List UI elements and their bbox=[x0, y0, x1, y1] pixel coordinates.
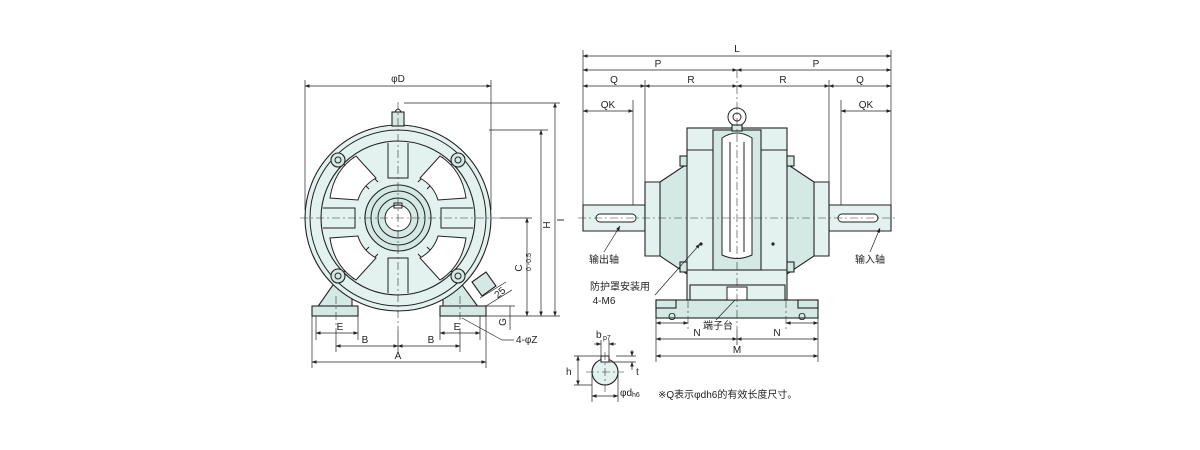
right-foot-pad bbox=[439, 305, 487, 317]
front-dimensions bbox=[304, 80, 560, 368]
label-p-right: P bbox=[813, 59, 820, 70]
label-b-right: B bbox=[428, 335, 435, 346]
label-c-tol: 0 -0.5 bbox=[526, 253, 533, 271]
front-view bbox=[300, 102, 500, 330]
side-dimensions bbox=[582, 50, 892, 362]
label-e-right: E bbox=[454, 322, 461, 333]
label-i: I bbox=[556, 219, 567, 222]
label-l: L bbox=[734, 44, 740, 55]
label-guard-mount: 防护罩安装用 bbox=[590, 280, 650, 293]
label-q-right: Q bbox=[856, 75, 864, 86]
label-o-left: O bbox=[668, 312, 676, 323]
label-b-sub: p7 bbox=[603, 335, 611, 342]
label-t: t bbox=[636, 367, 639, 378]
label-qk-right: QK bbox=[859, 100, 874, 111]
label-d-sub: h6 bbox=[632, 392, 640, 399]
label-h: H bbox=[542, 221, 553, 228]
label-d: φd bbox=[620, 388, 632, 399]
label-a: A bbox=[395, 351, 402, 362]
label-b-left: B bbox=[362, 335, 369, 346]
label-o-right: O bbox=[798, 312, 806, 323]
side-view bbox=[578, 70, 897, 330]
label-c: C bbox=[514, 264, 525, 271]
label-h-small: h bbox=[566, 367, 572, 378]
label-4-phi-z: 4-φZ bbox=[516, 335, 537, 346]
left-foot-pad bbox=[311, 305, 359, 317]
label-qk-left: QK bbox=[601, 100, 616, 111]
label-e-left: E bbox=[337, 322, 344, 333]
label-r-left: R bbox=[687, 75, 694, 86]
label-r-right: R bbox=[779, 75, 786, 86]
label-n-left: N bbox=[693, 328, 700, 339]
label-phi-d: φD bbox=[391, 74, 405, 85]
label-terminal: 端子台 bbox=[703, 319, 733, 332]
label-g: G bbox=[498, 318, 509, 326]
label-q-left: Q bbox=[610, 75, 618, 86]
label-n-right: N bbox=[773, 328, 780, 339]
label-output-shaft: 输出轴 bbox=[589, 253, 619, 266]
footnote: ※Q表示φdh6的有效长度尺寸。 bbox=[658, 388, 797, 401]
drawing-labels: φD H I C 0 -0.5 25 G E E B B A 4-φZ L P … bbox=[337, 44, 885, 401]
label-input-shaft: 输入轴 bbox=[855, 253, 885, 266]
label-m6: 4-M6 bbox=[593, 296, 616, 307]
label-b: b bbox=[596, 330, 602, 341]
label-m: M bbox=[733, 345, 741, 356]
label-p-left: P bbox=[655, 59, 662, 70]
shaft-section bbox=[574, 340, 636, 402]
